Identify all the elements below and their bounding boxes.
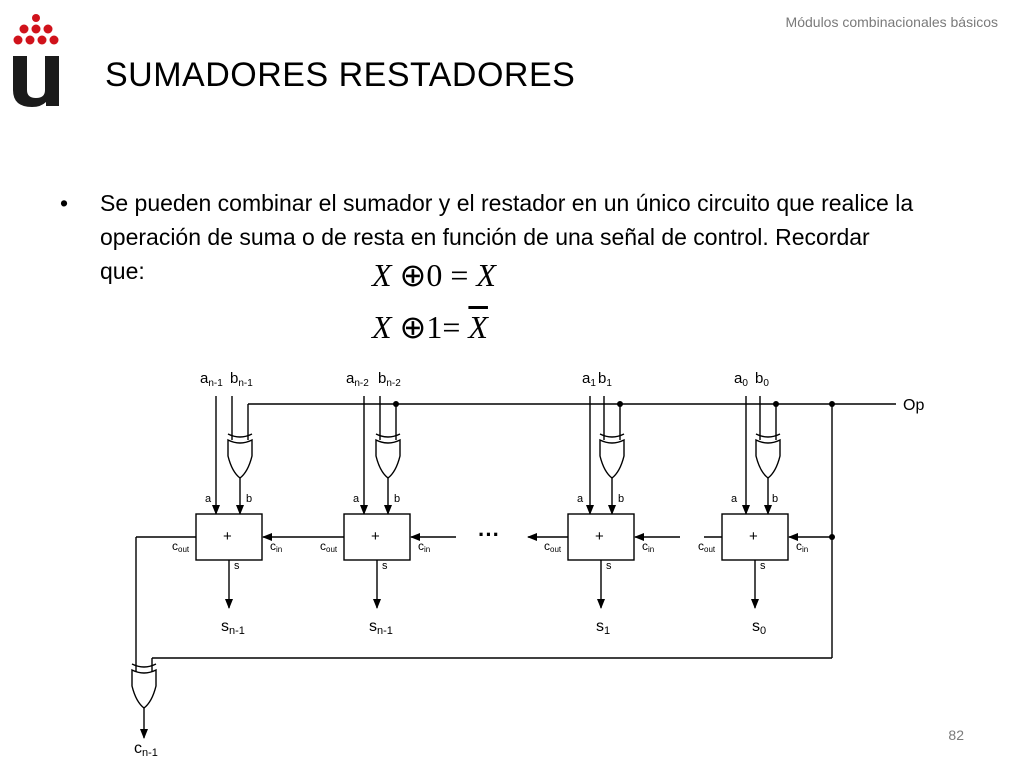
section-header: Módulos combinacionales básicos: [785, 14, 998, 30]
formula-xor-zero: X ⊕0 = X: [372, 256, 496, 294]
port-b-label: b: [618, 493, 624, 505]
formula2-lhs: X: [372, 309, 392, 345]
formula2-op: ⊕: [399, 309, 427, 345]
adder-symbol: +: [749, 528, 758, 545]
port-a-label: a: [731, 493, 738, 505]
input-label-b-n-1: bn-1: [230, 370, 253, 389]
formula2-eq: =: [442, 309, 461, 345]
input-label-a-1: a1: [582, 370, 596, 389]
university-logo: [13, 14, 59, 107]
stages-ellipsis: ···: [478, 522, 500, 547]
bullet-marker: •: [60, 190, 69, 216]
control-signal-label: Op: [903, 397, 924, 414]
port-a-label: a: [353, 493, 360, 505]
input-label-a-0: a0: [734, 370, 748, 389]
input-label-a-n-2: an-2: [346, 370, 369, 389]
xor-gate-1: [599, 433, 625, 479]
input-label-a-n-1: an-1: [200, 370, 223, 389]
xor-gate-n-1: [227, 433, 253, 479]
formula2-rhs-negated: X: [468, 309, 488, 345]
slide-title: SUMADORES RESTADORES: [105, 56, 576, 94]
port-b-label: b: [246, 493, 252, 505]
carry-out-label: cn-1: [134, 740, 158, 759]
xor-gate-n-2: [375, 433, 401, 479]
adder-symbol: +: [595, 528, 604, 545]
port-s-label: s: [234, 560, 240, 572]
port-a-label: a: [577, 493, 584, 505]
output-label-s-1: s1: [596, 618, 610, 637]
formula1-eq: =: [450, 257, 469, 293]
port-cin-label: cin: [796, 539, 808, 554]
input-label-b-0: b0: [755, 370, 769, 389]
adder-symbol: +: [371, 528, 380, 545]
input-label-b-1: b1: [598, 370, 612, 389]
output-label-s-0: s0: [752, 618, 766, 637]
output-label-s-n-1-second: sn-1: [369, 618, 393, 637]
formula1-lhs: X: [372, 257, 392, 293]
port-cout-label: cout: [172, 539, 190, 554]
formula1-op: ⊕: [399, 257, 427, 293]
formula2-operand: 1: [426, 309, 443, 345]
adder-symbol: +: [223, 528, 232, 545]
port-b-label: b: [394, 493, 400, 505]
xor-gate-0: [755, 433, 781, 479]
formula1-operand: 0: [426, 257, 443, 293]
port-cout-label: cout: [544, 539, 562, 554]
output-label-s-n-1: sn-1: [221, 618, 245, 637]
formula1-rhs: X: [476, 257, 496, 293]
port-s-label: s: [382, 560, 388, 572]
port-cout-label: cout: [320, 539, 338, 554]
input-label-b-n-2: bn-2: [378, 370, 401, 389]
bullet-text: Se pueden combinar el sumador y el resta…: [100, 190, 914, 284]
port-s-label: s: [760, 560, 766, 572]
port-b-label: b: [772, 493, 778, 505]
formula-xor-one: X ⊕1= X: [372, 308, 488, 346]
port-cin-label: cin: [270, 539, 282, 554]
port-cin-label: cin: [418, 539, 430, 554]
port-s-label: s: [606, 560, 612, 572]
port-a-label: a: [205, 493, 212, 505]
port-cout-label: cout: [698, 539, 716, 554]
port-cin-label: cin: [642, 539, 654, 554]
page-number: 82: [948, 727, 964, 743]
